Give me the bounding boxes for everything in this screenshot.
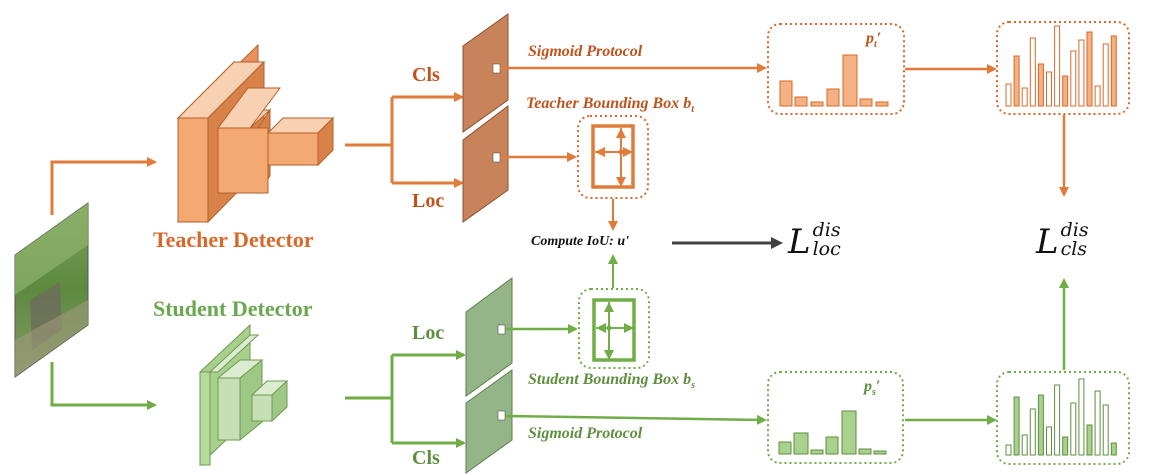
teacher-bbox-symbol: bt [683,95,694,116]
student-sigmoid-label: Sigmoid Protocol [528,425,643,442]
student-cls-label: Cls [412,447,440,469]
cls-loss-symbol: L [1036,222,1059,262]
student-hist-bar [1110,442,1117,456]
student-hist-panel [996,371,1130,465]
student-sigmoid-arrow [504,414,767,425]
teacher-sigmoid-label: Sigmoid Protocol [528,43,643,60]
iou-text: Compute IoU: [531,234,614,249]
student-hist-bar [1062,436,1069,456]
student-bbox-label: Student Bounding Box bs [528,371,695,391]
student-hist-bar [1021,434,1028,456]
student-loc-label: Loc [412,322,445,344]
teacher-hist-bar [1078,39,1085,107]
student-hist-bar [1102,404,1109,456]
student-bbox-subscript: s [691,380,696,392]
teacher-prob-panel [767,23,905,115]
teacher-hist-bar [1005,83,1012,107]
teacher-hist-bar [1029,37,1036,107]
teacher-cls-feature-map [462,13,509,133]
teacher-hist-bar [1021,87,1028,107]
student-detector-title: Student Detector [153,296,313,321]
loc-loss-subscript: loc [812,238,841,260]
input-to-teacher-arrow [50,157,157,215]
iou-var: u' [617,234,630,249]
input-to-student-arrow [50,362,157,410]
student-bbox-text: Student Bounding Box [528,371,680,388]
teacher-hist-bar [1062,75,1069,107]
teacher-detector-blocks [176,43,335,224]
teacher-hist-bar [1037,63,1044,107]
teacher-bbox-subscript: t [691,104,694,116]
teacher-hist-bar [1086,31,1093,107]
student-hist-bar [1046,426,1052,456]
teacher-detector-title: Teacher Detector [153,227,314,252]
teacher-hist-bar [1070,50,1077,107]
student-bbox-panel [578,288,650,369]
teacher-prob-subscript: t [874,39,877,51]
student-hist-bar [1037,394,1044,456]
teacher-loc-feature-map [462,104,509,223]
teacher-bbox-panel [577,115,649,199]
teacher-prob-prime: ′ [876,30,882,47]
input-image [14,202,89,378]
student-loc-feature-map [465,277,513,397]
student-hist-bar [1086,424,1093,456]
loc-loss-superscript: dis [812,219,841,241]
teacher-hist-bar [1110,35,1117,107]
teacher-cls-label: Cls [412,64,440,86]
cls-loss-superscript: dis [1060,219,1089,241]
student-hist-bar [1029,408,1036,456]
student-detector-blocks [199,323,289,467]
teacher-hist-bar [1102,43,1109,107]
iou-label: Compute IoU: u' [531,234,629,250]
student-bbox-symbol: bs [683,371,696,392]
student-hist-bar [1054,384,1061,456]
loc-loss-symbol: L [788,222,811,262]
student-hist-bar [1078,378,1085,456]
teacher-branch-arrows [345,92,464,188]
student-prob-panel [767,371,904,464]
student-branch-arrows [345,350,466,448]
teacher-prob-symbol: p [866,30,874,47]
teacher-hist-bar [1094,85,1101,107]
student-prob-subscript: s [872,387,876,399]
student-cls-feature-map [465,369,513,474]
cls-loss-subscript: cls [1060,238,1088,260]
student-prob-symbol: p [864,378,872,395]
student-hist-bar [1070,402,1077,456]
student-hist-bar [1005,444,1012,456]
teacher-loc-label: Loc [412,190,445,212]
student-prob-prime: ′ [875,378,881,395]
teacher-hist-bar [1013,55,1020,107]
teacher-hist-panel [996,21,1130,115]
student-hist-bar [1094,390,1101,456]
teacher-bbox-text: Teacher Bounding Box [526,95,680,112]
student-hist-bar [1013,396,1020,456]
teacher-hist-bar [1046,71,1052,107]
teacher-hist-bar [1054,25,1061,107]
teacher-prob-label: pt′ [866,30,881,50]
student-prob-label: ps′ [864,378,880,398]
teacher-bbox-label: Teacher Bounding Box bt [526,95,694,115]
